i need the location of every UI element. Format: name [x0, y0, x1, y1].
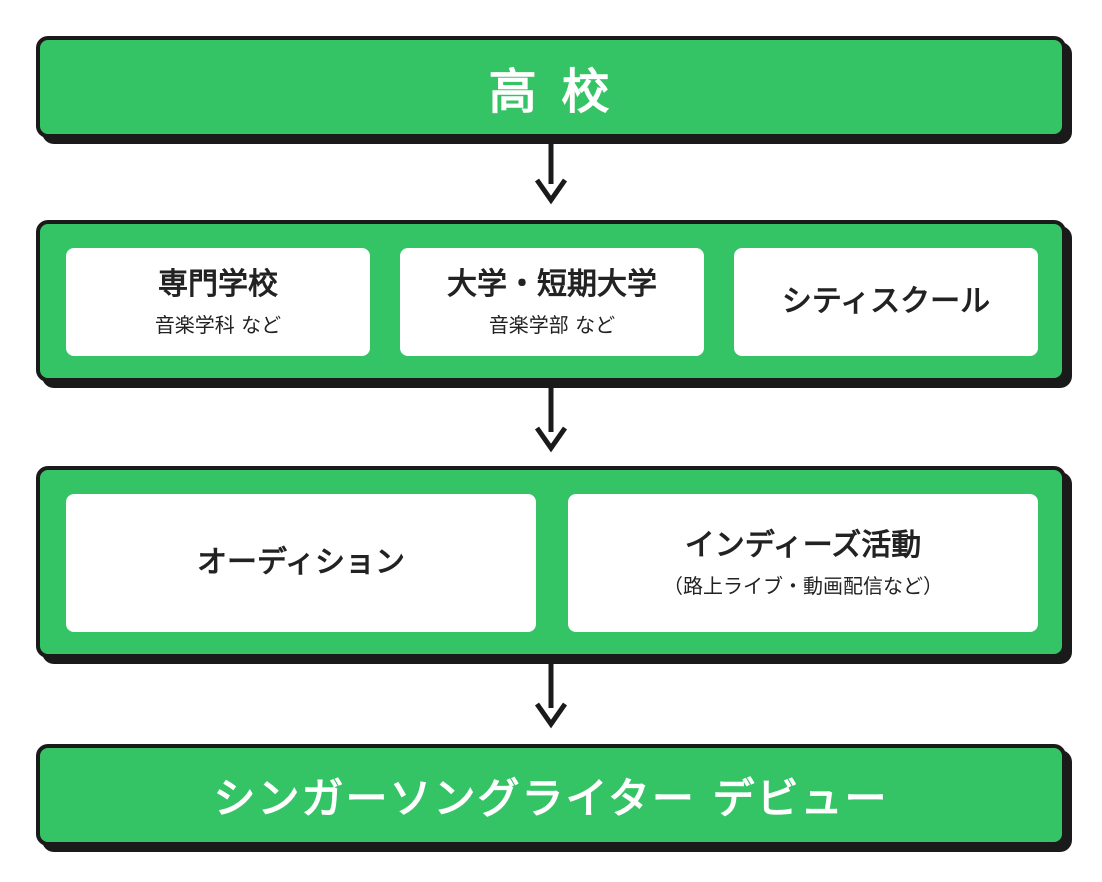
card-subtitle: 音楽学科 など: [154, 312, 282, 337]
card-title: シティスクール: [781, 284, 991, 319]
stage-debut: シンガーソングライター デビュー: [36, 744, 1066, 846]
card-university: 大学・短期大学 音楽学部 など: [400, 248, 704, 356]
arrow-down-icon: [534, 140, 568, 205]
stage-debut-label: シンガーソングライター デビュー: [213, 773, 889, 823]
card-title: オーディション: [197, 545, 405, 580]
card-city-school: シティスクール: [734, 248, 1038, 356]
arrow-down-icon: [534, 384, 568, 453]
stage-education: 専門学校 音楽学科 など 大学・短期大学 音楽学部 など シティスクール: [36, 220, 1066, 382]
stage-high-school-label: 高 校: [488, 64, 614, 120]
card-audition: オーディション: [66, 494, 536, 632]
card-title: 大学・短期大学: [447, 266, 657, 302]
arrow-down-icon: [534, 660, 568, 729]
card-title: 専門学校: [158, 266, 278, 302]
card-indies: インディーズ活動 （路上ライブ・動画配信など）: [568, 494, 1038, 632]
card-subtitle: （路上ライブ・動画配信など）: [663, 573, 943, 598]
stage-activities: オーディション インディーズ活動 （路上ライブ・動画配信など）: [36, 466, 1066, 658]
card-title: インディーズ活動: [684, 527, 922, 563]
stage-high-school: 高 校: [36, 36, 1066, 138]
card-senmon-gakko: 専門学校 音楽学科 など: [66, 248, 370, 356]
card-subtitle: 音楽学部 など: [488, 312, 616, 337]
